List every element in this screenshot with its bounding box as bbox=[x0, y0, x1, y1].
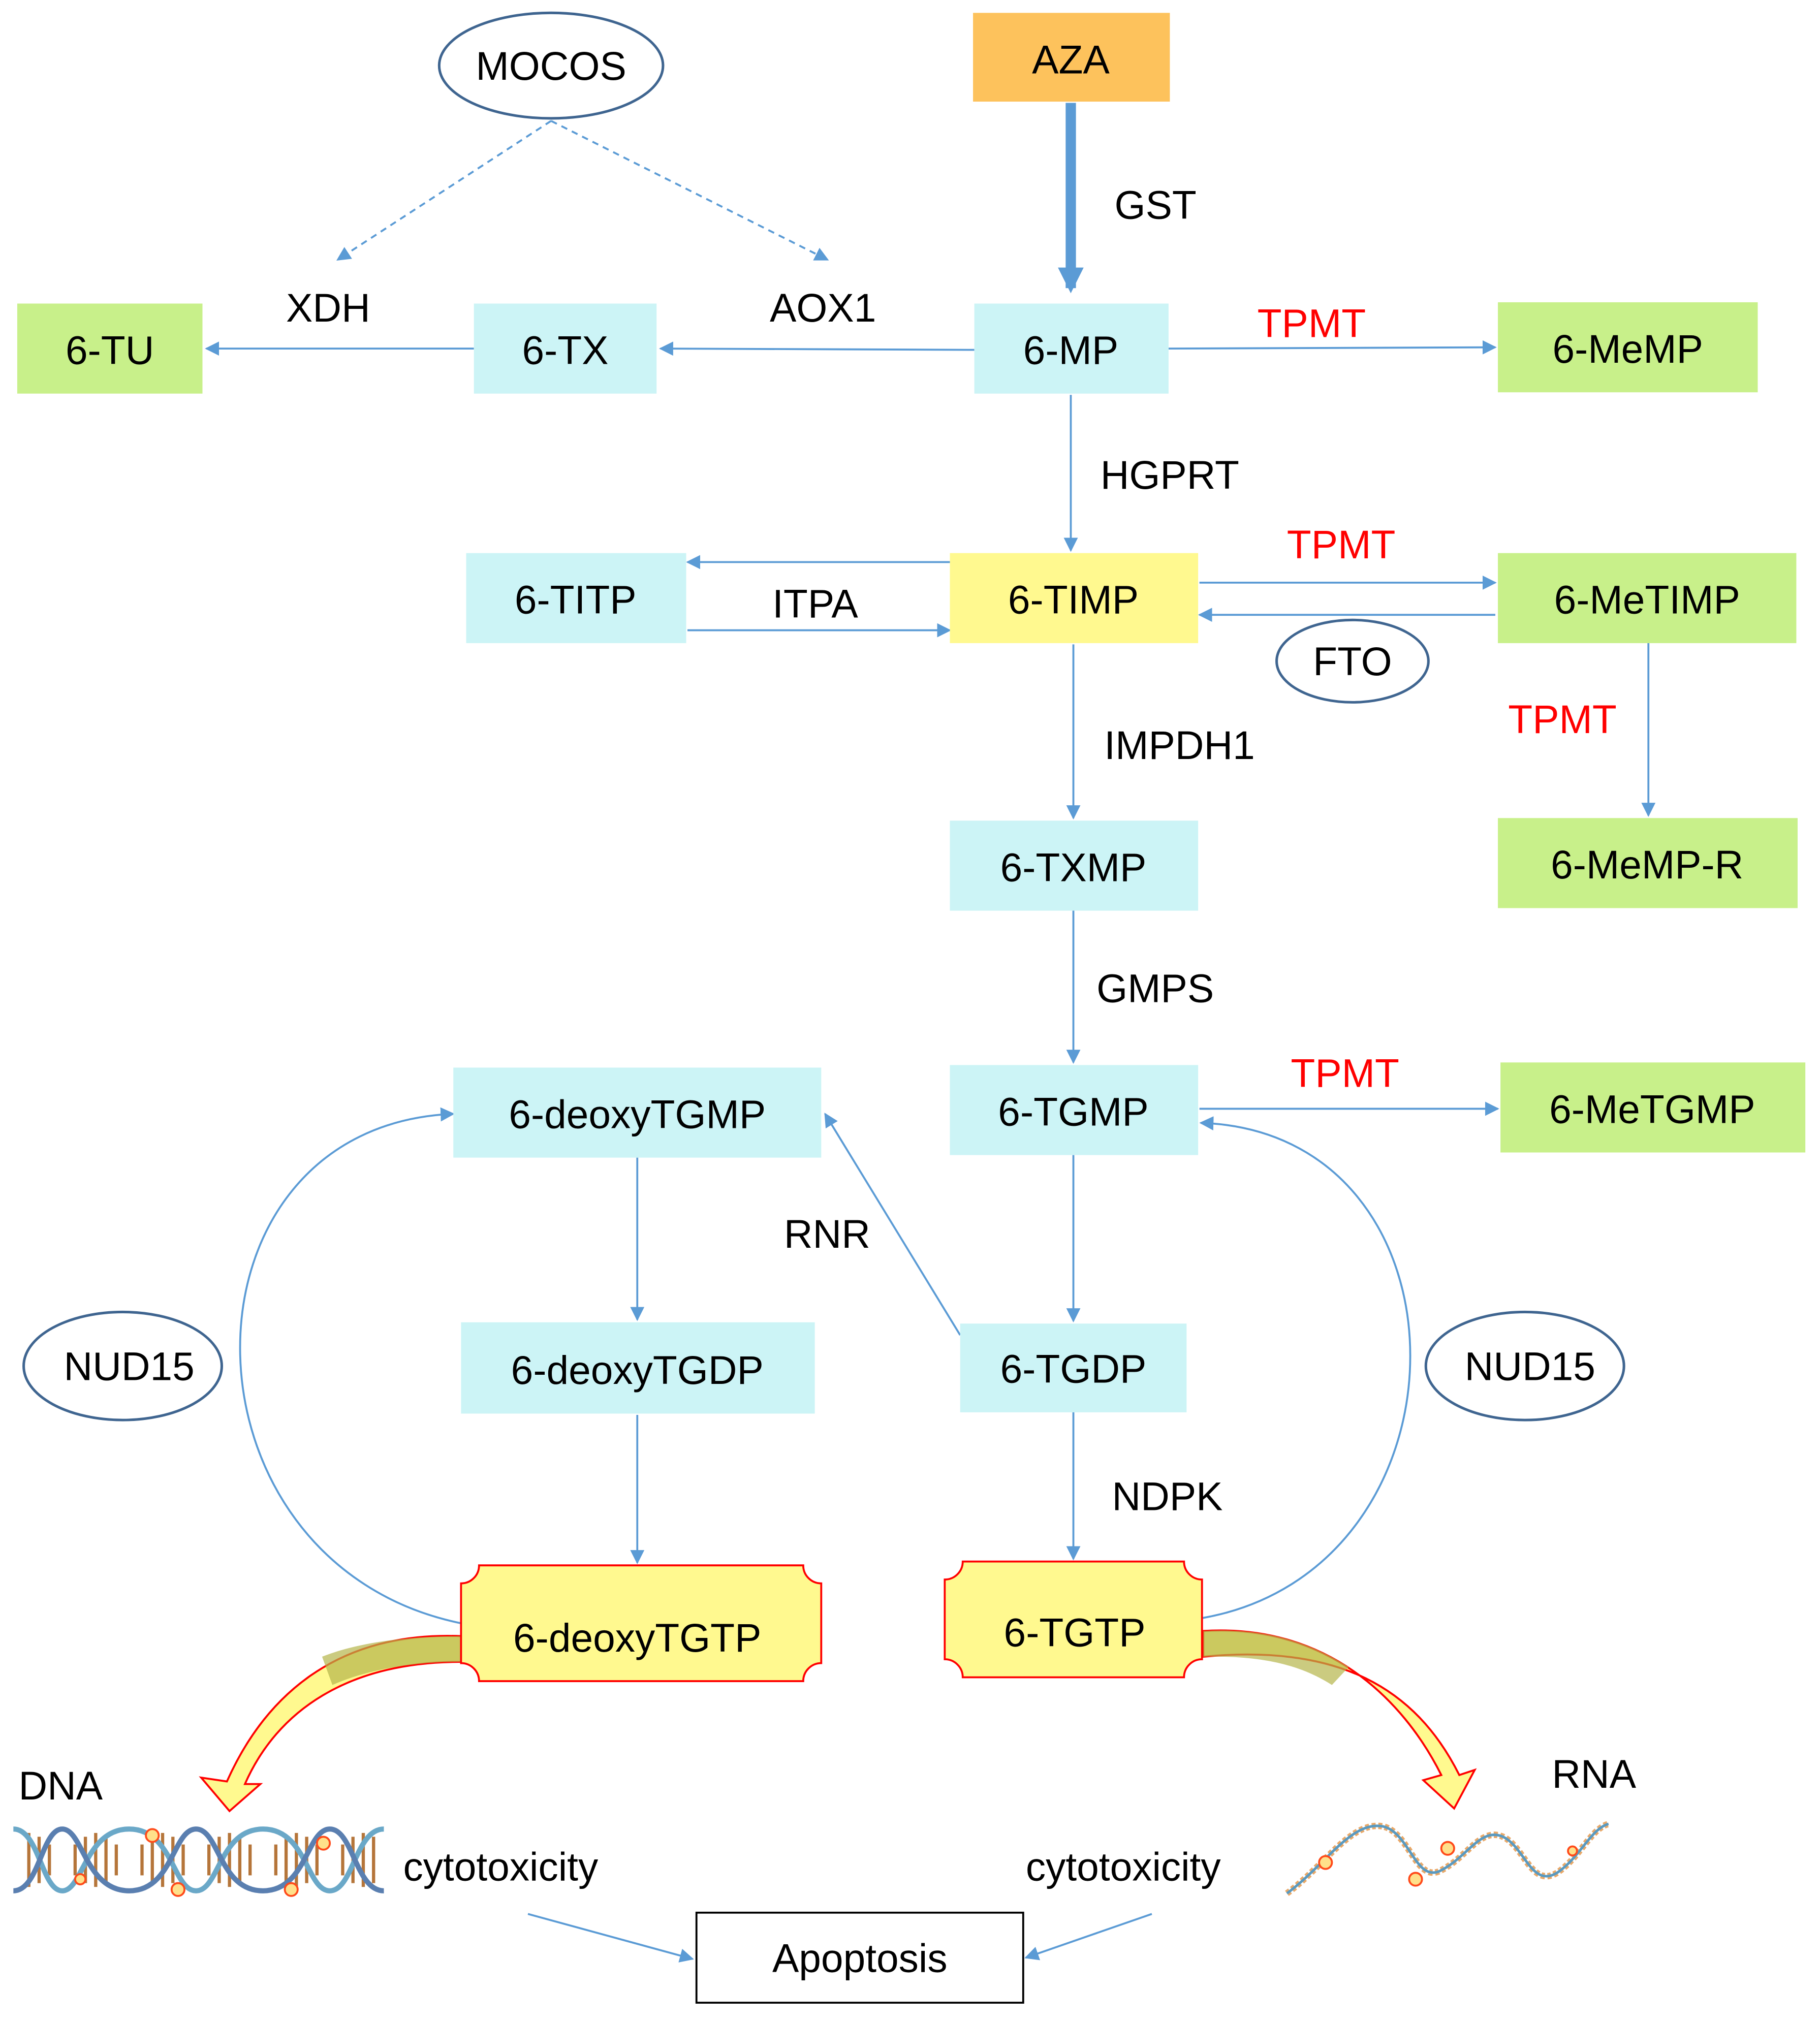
curve-deoxytgtp-to-deoxytgmp bbox=[239, 1107, 461, 1624]
node-6-tgtp: 6-TGTP bbox=[944, 1560, 1203, 1679]
node-6-tgtp-label: 6-TGTP bbox=[1004, 1610, 1146, 1655]
node-6-memp-label: 6-MeMP bbox=[1553, 327, 1703, 371]
dna-helix-image bbox=[13, 1826, 385, 1897]
node-6-tu: 6-TU bbox=[17, 303, 203, 394]
node-6-deoxytgdp-label: 6-deoxyTGDP bbox=[511, 1348, 764, 1393]
node-6-deoxytgmp-label: 6-deoxyTGMP bbox=[509, 1092, 766, 1136]
node-apoptosis: Apoptosis bbox=[695, 1911, 1024, 2004]
enzyme-rnr: RNR bbox=[784, 1212, 870, 1256]
enzyme-tpmt-metimp: TPMT bbox=[1508, 697, 1617, 742]
enzyme-impdh1: IMPDH1 bbox=[1104, 723, 1254, 768]
node-6-memp: 6-MeMP bbox=[1498, 302, 1758, 393]
node-6-tgmp: 6-TGMP bbox=[950, 1065, 1199, 1155]
arrow-cytotoxicity-left-to-apoptosis bbox=[527, 1913, 694, 1963]
arrow-tgdp-to-deoxytgmp bbox=[824, 1113, 961, 1336]
node-6-timp: 6-TIMP bbox=[950, 553, 1199, 643]
node-6-tx-label: 6-TX bbox=[522, 328, 608, 373]
oval-fto: FTO bbox=[1275, 618, 1430, 704]
curved-block-arrow-right bbox=[1202, 1629, 1477, 1810]
enzyme-aox1: AOX1 bbox=[770, 286, 876, 330]
node-6-memp-r: 6-MeMP-R bbox=[1498, 818, 1798, 908]
enzyme-labels: GST XDH AOX1 TPMT HGPRT TPMT ITPA TPMT I… bbox=[286, 182, 1617, 1519]
node-6-deoxytgdp: 6-deoxyTGDP bbox=[461, 1322, 815, 1414]
node-6-deoxytgtp: 6-deoxyTGTP bbox=[460, 1564, 823, 1682]
node-6-metimp-label: 6-MeTIMP bbox=[1554, 578, 1740, 622]
label-cytotoxicity-right: cytotoxicity bbox=[1026, 1845, 1221, 1889]
node-6-memp-r-label: 6-MeMP-R bbox=[1551, 842, 1743, 887]
rna-strand-image bbox=[1285, 1821, 1610, 1896]
oval-nud15-left: NUD15 bbox=[22, 1310, 224, 1421]
node-6-timp-label: 6-TIMP bbox=[1008, 578, 1139, 622]
node-6-tgdp-label: 6-TGDP bbox=[1000, 1347, 1147, 1392]
node-apoptosis-label: Apoptosis bbox=[772, 1936, 948, 1980]
node-6-mp-label: 6-MP bbox=[1023, 328, 1118, 373]
enzyme-tpmt-tgmp: TPMT bbox=[1291, 1051, 1399, 1095]
node-6-metimp: 6-MeTIMP bbox=[1498, 553, 1797, 643]
oval-mocos: MOCOS bbox=[437, 11, 665, 120]
oval-fto-label: FTO bbox=[1313, 639, 1392, 684]
node-6-metgmp-label: 6-MeTGMP bbox=[1549, 1087, 1755, 1131]
node-6-metgmp: 6-MeTGMP bbox=[1500, 1062, 1806, 1153]
node-6-tu-label: 6-TU bbox=[66, 328, 154, 373]
enzyme-ndpk: NDPK bbox=[1112, 1474, 1222, 1519]
node-6-deoxytgmp: 6-deoxyTGMP bbox=[453, 1067, 822, 1158]
curved-block-arrow-left bbox=[199, 1635, 462, 1813]
edges bbox=[205, 103, 1656, 1963]
oval-nud15-right: NUD15 bbox=[1424, 1310, 1625, 1421]
node-6-deoxytgtp-label: 6-deoxyTGTP bbox=[513, 1616, 761, 1660]
enzyme-xdh: XDH bbox=[286, 286, 370, 330]
oval-mocos-label: MOCOS bbox=[476, 44, 626, 88]
label-cytotoxicity-left: cytotoxicity bbox=[403, 1845, 598, 1889]
enzyme-hgprt: HGPRT bbox=[1101, 453, 1239, 497]
enzyme-tpmt-mp: TPMT bbox=[1258, 301, 1366, 345]
node-6-titp-label: 6-TITP bbox=[515, 578, 637, 622]
node-6-titp: 6-TITP bbox=[466, 553, 686, 643]
node-6-tx: 6-TX bbox=[474, 303, 657, 394]
enzyme-itpa: ITPA bbox=[772, 581, 858, 626]
enzyme-gmps: GMPS bbox=[1096, 966, 1214, 1010]
node-aza-label: AZA bbox=[1032, 37, 1110, 82]
node-6-mp: 6-MP bbox=[974, 303, 1169, 394]
label-dna: DNA bbox=[18, 1763, 103, 1808]
node-6-txmp-label: 6-TXMP bbox=[1000, 845, 1147, 890]
node-aza: AZA bbox=[973, 13, 1170, 102]
label-rna: RNA bbox=[1552, 1752, 1636, 1796]
arrow-cytotoxicity-right-to-apoptosis bbox=[1024, 1913, 1152, 1961]
dashed-arrow-mocos-to-aox1 bbox=[550, 120, 829, 261]
dashed-arrow-mocos-to-xdh bbox=[336, 120, 552, 261]
node-6-txmp: 6-TXMP bbox=[950, 820, 1199, 911]
node-6-tgmp-label: 6-TGMP bbox=[998, 1089, 1148, 1134]
oval-nud15-right-label: NUD15 bbox=[1465, 1344, 1595, 1389]
arrow-mp-to-memp bbox=[1168, 340, 1497, 355]
arrow-mp-to-tx bbox=[659, 341, 975, 356]
enzyme-tpmt-timp: TPMT bbox=[1287, 522, 1396, 567]
curve-tgtp-to-tgmp bbox=[1199, 1116, 1411, 1619]
enzyme-gst: GST bbox=[1115, 182, 1197, 227]
oval-nud15-left-label: NUD15 bbox=[64, 1344, 195, 1389]
node-6-tgdp: 6-TGDP bbox=[960, 1323, 1187, 1412]
